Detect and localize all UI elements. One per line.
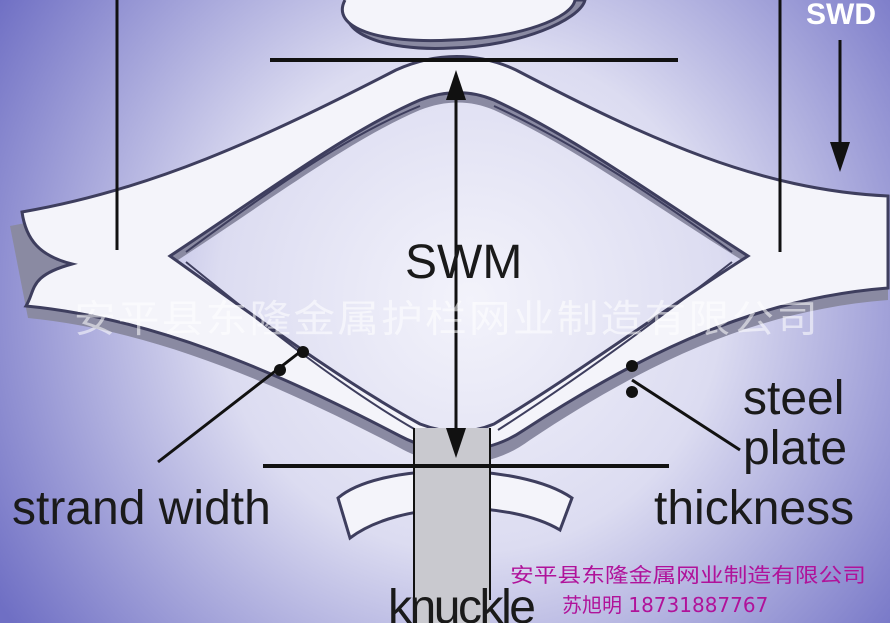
footer-company-name: 安平县东隆金属网业制造有限公司: [510, 563, 866, 587]
mesh-strand: [10, 55, 890, 464]
top-strand-fragment: [341, 0, 587, 50]
steel-plate-thickness-leader: [626, 360, 741, 452]
thickness-label: thickness: [654, 482, 854, 535]
swd-arrow: [830, 40, 850, 172]
plate-label: plate: [743, 422, 847, 475]
strand-width-leader: [157, 346, 309, 464]
mesh-face: [20, 55, 890, 452]
company-watermark: 安平县东隆金属护栏网业制造有限公司: [74, 299, 820, 341]
swd-label: SWD: [806, 0, 876, 31]
swm-arrow: [446, 70, 466, 458]
swm-label: SWM: [405, 236, 522, 289]
steel-label: steel: [743, 372, 844, 425]
knuckle-area: [414, 428, 490, 623]
strand-width-label: strand width: [12, 482, 271, 535]
footer-contact: 苏旭明 18731887767: [562, 593, 768, 617]
knuckle-label: knuckle: [388, 581, 536, 623]
